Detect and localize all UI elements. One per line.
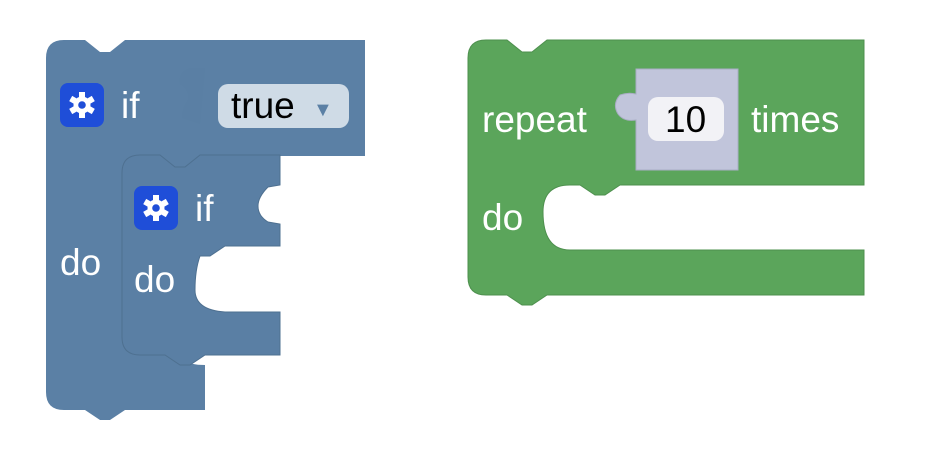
repeat-count-value: 10	[665, 99, 706, 140]
inner-do-label: do	[134, 259, 175, 300]
repeat-label: repeat	[482, 99, 588, 140]
repeat-block-body[interactable]	[467, 39, 865, 306]
repeat-count-field[interactable]: 10	[648, 97, 724, 141]
times-label: times	[751, 99, 839, 140]
condition-socket-tab	[179, 68, 205, 124]
inner-if-mutator-button[interactable]	[134, 186, 178, 230]
repeat-block[interactable]: repeat times do 10	[467, 39, 865, 306]
outer-if-mutator-button[interactable]	[60, 83, 104, 127]
outer-do-label: do	[60, 242, 101, 283]
inner-if-label: if	[195, 188, 214, 229]
condition-value: true	[231, 85, 295, 126]
condition-dropdown[interactable]: true ▼	[218, 84, 349, 128]
inner-if-block[interactable]: if do	[121, 154, 281, 366]
outer-if-label: if	[121, 85, 140, 126]
dropdown-arrow-icon: ▼	[313, 99, 333, 121]
condition-boolean-block[interactable]: true ▼	[186, 60, 365, 152]
gear-icon	[143, 195, 169, 221]
repeat-count-block[interactable]: 10	[614, 68, 739, 171]
repeat-do-label: do	[482, 197, 523, 238]
gear-icon	[69, 92, 95, 118]
